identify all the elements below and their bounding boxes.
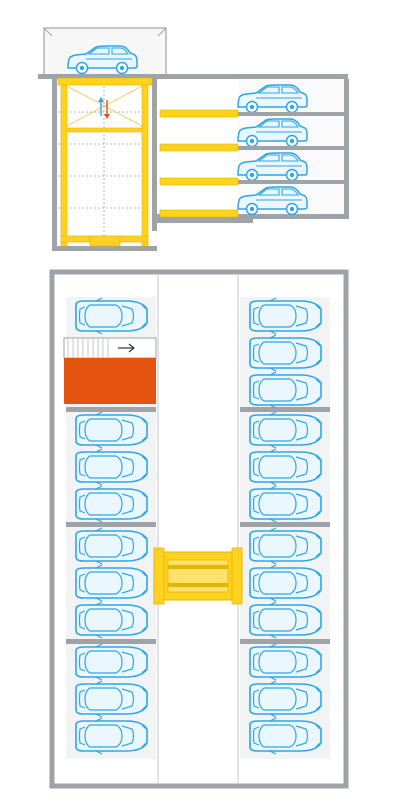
right-bay <box>240 297 330 759</box>
parked-car-right-10 <box>249 643 322 681</box>
parked-car-left-7 <box>75 601 148 639</box>
parked-car-left-5 <box>75 527 148 565</box>
parked-car-right-6 <box>249 485 322 523</box>
parked-car-right-4 <box>249 411 322 449</box>
bay-separators <box>66 407 330 644</box>
stair-core <box>64 358 156 404</box>
parked-car-right-7 <box>249 527 322 565</box>
parked-car-left-6 <box>75 564 148 602</box>
arrow-right-icon <box>118 343 135 353</box>
section-view <box>38 27 349 251</box>
up-down-arrows-icon <box>98 97 110 119</box>
parked-car-right-5 <box>249 448 322 486</box>
pit-step <box>157 216 253 223</box>
lift-platform-3 <box>159 177 239 186</box>
shaft-wall-left <box>52 79 57 251</box>
shuttle-platform <box>153 547 243 605</box>
storage-wall-right <box>344 79 349 216</box>
plan-view <box>49 269 349 789</box>
parked-car-left-2 <box>75 411 148 449</box>
lift-platforms <box>159 109 239 218</box>
parked-car-left-10 <box>75 717 148 755</box>
plan-outer-wall <box>49 269 349 789</box>
storage-shelves <box>238 112 344 184</box>
lift-platform-2 <box>159 143 239 152</box>
stairwell <box>63 337 157 404</box>
parked-car-right-1 <box>249 297 322 335</box>
parked-car-right-12 <box>249 717 322 755</box>
parked-car-left-1 <box>75 297 148 335</box>
ground-slab <box>38 74 348 79</box>
parked-car-right-2 <box>249 334 322 372</box>
shaft-level-lines <box>58 82 150 244</box>
parked-car-left-9 <box>75 680 148 718</box>
lift-frame <box>57 77 153 247</box>
parked-car-left-3 <box>75 448 148 486</box>
shaft-floor <box>52 246 157 251</box>
parked-car-right-9 <box>249 601 322 639</box>
parked-car-left-8 <box>75 643 148 681</box>
parked-car-left-4 <box>75 485 148 523</box>
parked-car-right-3 <box>249 371 322 409</box>
shaft-wall-right <box>152 79 157 231</box>
lift-platform-1 <box>159 109 239 118</box>
lift-platform-4 <box>159 209 239 218</box>
parked-car-right-8 <box>249 564 322 602</box>
parked-car-right-11 <box>249 680 322 718</box>
